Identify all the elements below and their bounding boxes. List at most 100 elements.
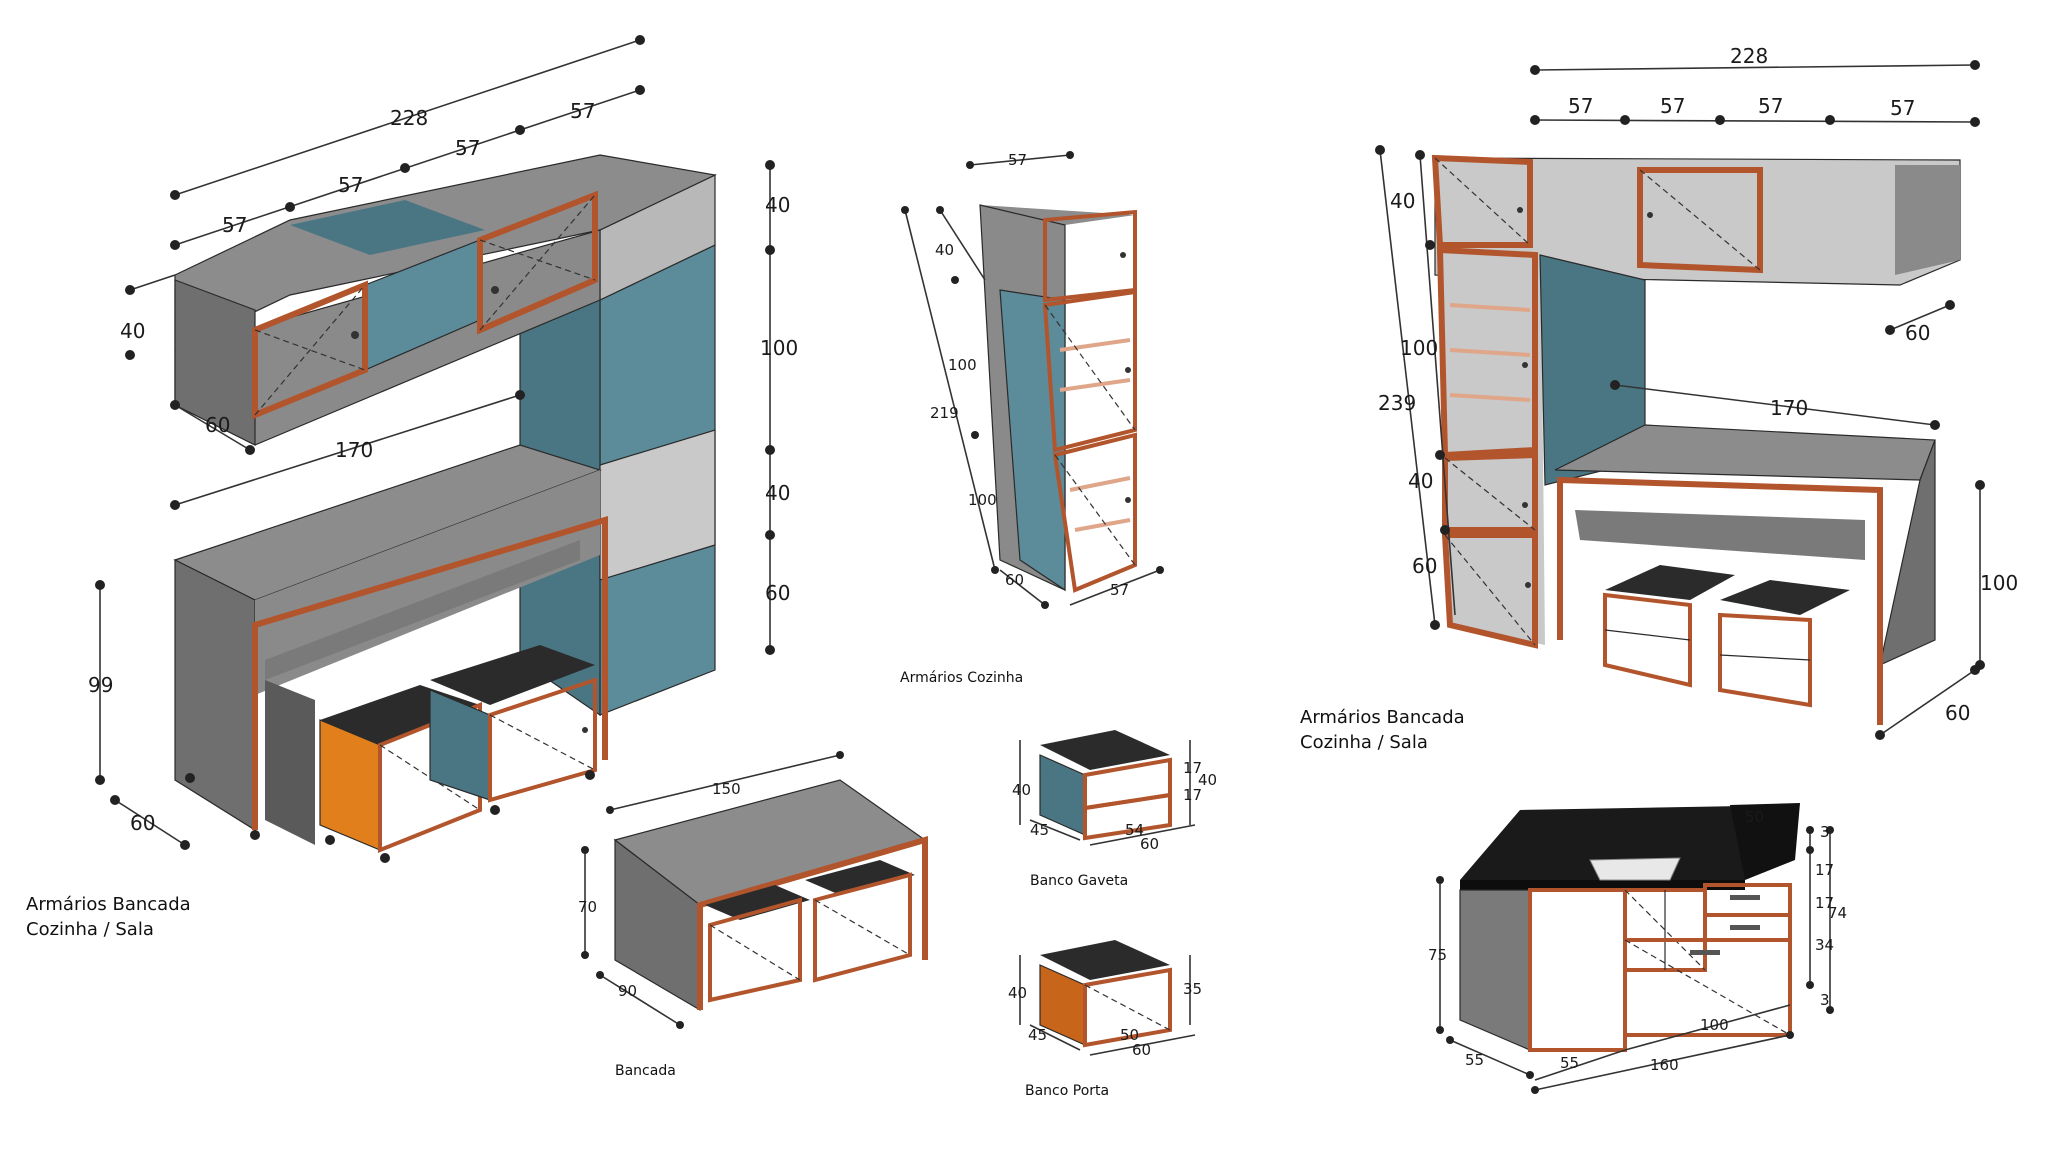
caption-left-line1: Armários Bancada (26, 894, 191, 915)
dim-gaveta-depth: 45 (1030, 821, 1049, 839)
dim-tall-top: 40 (935, 241, 954, 259)
bench-frame (252, 515, 608, 830)
dim-gaveta-54: 54 (1125, 821, 1144, 839)
right-bench-frame (1557, 476, 1883, 725)
right-column-door-top[interactable] (1431, 154, 1533, 248)
dim-right-seg3: 57 (1758, 94, 1783, 118)
dim-bench-width: 170 (335, 438, 373, 462)
dim-bench-height: 99 (88, 673, 113, 697)
dim-right-col-low: 40 (1408, 469, 1433, 493)
dim-right-upper-depth: 60 (1905, 321, 1930, 345)
right-bench-shelf (1575, 510, 1865, 560)
dim-bench-depth: 60 (130, 811, 155, 835)
caption-right-line1: Armários Bancada (1300, 707, 1465, 728)
tall-dimension-lines (901, 151, 1164, 609)
sink-drawer-2[interactable] (1703, 913, 1792, 942)
stool-teal-right[interactable] (429, 645, 597, 815)
dim-sink-50: 50 (1745, 808, 1764, 826)
dim-right-col-top: 40 (1390, 189, 1415, 213)
sink-open-bay (1528, 888, 1627, 1052)
sink-glass-doors[interactable] (1623, 888, 1707, 972)
dim-col-mid: 100 (760, 336, 798, 360)
left-dimension-lines (95, 35, 775, 850)
sink-drawer-3[interactable] (1623, 938, 1792, 1037)
dim-seg3: 57 (455, 136, 480, 160)
left-assembly: 228 57 57 57 57 40 60 40 100 40 60 170 9… (26, 35, 798, 940)
dim-gaveta-40: 40 (1198, 771, 1217, 789)
dim-gaveta-17a: 17 (1183, 759, 1202, 777)
right-column-front (1435, 158, 1545, 645)
right-upper-end (1895, 165, 1960, 275)
right-column-glass-door[interactable] (1436, 246, 1538, 459)
right-column-door-low[interactable] (1442, 451, 1538, 533)
dim-seg2: 57 (338, 173, 363, 197)
upper-glass-door-2[interactable] (477, 190, 598, 335)
upper-glass-door-1[interactable] (252, 280, 368, 420)
bench-side (174, 559, 256, 832)
dim-porta-right: 35 (1183, 980, 1202, 998)
right-column-door-base[interactable] (1441, 532, 1538, 649)
caption-right-line2: Cozinha / Sala (1300, 732, 1428, 753)
dim-tall-front-width: 57 (1110, 581, 1129, 599)
dim-sink-3b: 3 (1820, 991, 1830, 1009)
banco-porta: 40 35 45 50 60 Banco Porta (1008, 940, 1202, 1099)
dim-col-top: 40 (765, 193, 790, 217)
dim-gaveta-60: 60 (1140, 835, 1159, 853)
dim-seg1: 57 (222, 213, 247, 237)
bancada-stool-teal[interactable] (805, 860, 915, 983)
dim-right-col-base: 60 (1412, 554, 1437, 578)
right-assembly: 228 57 57 57 57 40 100 239 40 60 60 170 … (1300, 44, 2018, 753)
bancada-stool-orange[interactable] (705, 885, 810, 1003)
bench-inner-side (265, 680, 315, 845)
bancada: 150 70 90 Bancada (578, 751, 928, 1079)
caption-tall: Armários Cozinha (900, 670, 1023, 686)
dim-porta-60: 60 (1132, 1041, 1151, 1059)
dim-tall-total: 219 (930, 404, 959, 422)
bancada-dimension-lines (581, 751, 844, 1029)
upper-top-teal-patch (290, 200, 485, 255)
dim-right-bench-depth: 60 (1945, 701, 1970, 725)
sink-cabinet-side (1459, 889, 1531, 1051)
dim-right-seg1: 57 (1568, 94, 1593, 118)
tall-glass-door-upper[interactable] (1042, 289, 1137, 453)
dim-sink-34: 34 (1815, 936, 1834, 954)
dim-col-base: 60 (765, 581, 790, 605)
dim-sink-55: 55 (1560, 1054, 1579, 1072)
stool-orange-left[interactable] (319, 685, 482, 863)
caption-bancada: Bancada (615, 1063, 676, 1079)
dim-bancada-depth: 90 (618, 982, 637, 1000)
right-upper-teal-door[interactable] (1637, 167, 1763, 274)
dim-sink-height: 75 (1428, 946, 1447, 964)
caption-left-line2: Cozinha / Sala (26, 919, 154, 940)
tall-cabinet: 57 40 100 219 100 60 57 Armários Cozinha (900, 151, 1164, 686)
dim-upper-height: 40 (120, 319, 145, 343)
dim-gaveta-17b: 17 (1183, 786, 1202, 804)
dim-gaveta-height: 40 (1012, 781, 1031, 799)
right-stool-teal[interactable] (1718, 580, 1850, 708)
sink-basin (1589, 857, 1681, 881)
dim-right-col-mid: 100 (1400, 336, 1438, 360)
right-upper-front (1434, 157, 1961, 286)
dim-bancada-width: 150 (712, 780, 741, 798)
dim-right-total: 239 (1378, 391, 1416, 415)
dim-bancada-height: 70 (578, 898, 597, 916)
banco-porta-door[interactable] (1083, 967, 1172, 1048)
caption-banco-gaveta: Banco Gaveta (1030, 873, 1128, 889)
sink-countertop (1460, 805, 1800, 880)
tall-glass-door-lower[interactable] (1052, 432, 1137, 593)
caption-banco-porta: Banco Porta (1025, 1083, 1109, 1099)
dim-right-seg2: 57 (1660, 94, 1685, 118)
sink-dimension-lines (1436, 826, 1834, 1094)
dim-tall-low: 100 (968, 491, 997, 509)
banco-gaveta: 40 17 40 17 45 54 60 Banco Gaveta (1012, 730, 1217, 889)
dim-tall-depth: 60 (1005, 571, 1024, 589)
dim-seg4: 57 (570, 99, 595, 123)
dim-porta-50: 50 (1120, 1026, 1139, 1044)
right-stool-orange[interactable] (1603, 565, 1735, 688)
dim-tall-mid: 100 (948, 356, 977, 374)
banco-gaveta-drawer-bottom[interactable] (1083, 792, 1172, 841)
dim-sink-100: 100 (1700, 1016, 1729, 1034)
dim-sink-3a: 3 (1820, 823, 1830, 841)
dim-porta-height: 40 (1008, 984, 1027, 1002)
